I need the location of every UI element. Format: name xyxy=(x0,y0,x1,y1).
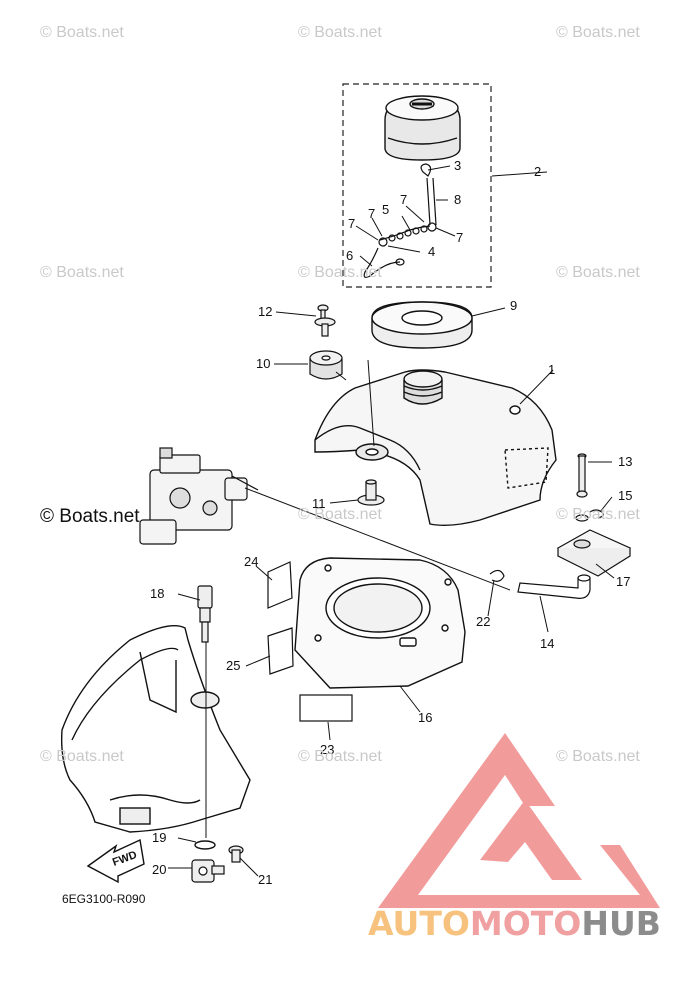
watermark-bottom-right: © Boats.net xyxy=(556,748,640,765)
watermark-mid-left: © Boats.net xyxy=(40,264,124,281)
callout-25: 25 xyxy=(226,658,240,673)
callout-1: 1 xyxy=(548,362,555,377)
callout-17: 17 xyxy=(616,574,630,589)
callout-16: 16 xyxy=(418,710,432,725)
automotohub-wordmark: AUTOMOTOHUB xyxy=(368,904,661,943)
fuel-cap xyxy=(384,95,461,161)
fuel-connector xyxy=(197,585,213,643)
watermark-row3-center: © Boats.net xyxy=(298,506,382,523)
watermark-top-right: © Boats.net xyxy=(556,24,640,41)
fuel-hose xyxy=(517,574,591,599)
screw xyxy=(228,845,244,863)
callout-22: 22 xyxy=(476,614,490,629)
carburetor xyxy=(139,447,259,545)
o-ring xyxy=(194,840,216,850)
cap-strap-parts xyxy=(363,163,437,278)
callout-24: 24 xyxy=(244,554,258,569)
watermark-row3-right: © Boats.net xyxy=(556,506,640,523)
callout-12: 12 xyxy=(258,304,272,319)
fuel-tank xyxy=(314,369,557,527)
callout-10: 10 xyxy=(256,356,270,371)
bottom-cowling xyxy=(60,625,251,833)
bolt xyxy=(314,304,336,337)
callout-19: 19 xyxy=(152,830,166,845)
callout-13: 13 xyxy=(618,454,632,469)
decal-24 xyxy=(267,561,293,609)
gasket-ring xyxy=(371,301,473,349)
callout-6: 6 xyxy=(346,248,353,263)
watermark-mid-right: © Boats.net xyxy=(556,264,640,281)
watermark-bottom-center: © Boats.net xyxy=(298,748,382,765)
callout-5: 5 xyxy=(382,202,389,217)
watermark-top-left: © Boats.net xyxy=(40,24,124,41)
callout-4: 4 xyxy=(428,244,435,259)
brand-part-moto: MOTO xyxy=(469,904,582,943)
brand-part-hub: HUB xyxy=(581,904,661,943)
fuel-cap-assembly-box xyxy=(342,83,492,288)
grommet xyxy=(309,350,343,380)
automotohub-logo-icon xyxy=(378,733,660,908)
diagram-code: 6EG3100-R090 xyxy=(62,892,146,906)
callout-7b: 7 xyxy=(368,206,375,221)
fuel-line xyxy=(244,487,511,591)
joint xyxy=(191,859,225,883)
callout-numbers: 1 2 3 4 5 6 7 7 7 7 8 9 10 11 12 13 14 1… xyxy=(150,158,632,887)
decal-23 xyxy=(299,694,353,722)
callout-9: 9 xyxy=(510,298,517,313)
callout-7c: 7 xyxy=(348,216,355,231)
collar xyxy=(357,479,385,506)
callout-23: 23 xyxy=(320,742,334,757)
callout-3: 3 xyxy=(454,158,461,173)
watermark-top-center: © Boats.net xyxy=(298,24,382,41)
callout-18: 18 xyxy=(150,586,164,601)
callout-15: 15 xyxy=(618,488,632,503)
watermark-bottom-left: © Boats.net xyxy=(40,748,124,765)
brand-part-auto: AUTO xyxy=(368,904,470,943)
callout-8: 8 xyxy=(454,192,461,207)
callout-11: 11 xyxy=(312,496,326,511)
decal-25 xyxy=(267,627,294,675)
callout-2: 2 xyxy=(534,164,541,179)
callout-21: 21 xyxy=(258,872,272,887)
callout-20: 20 xyxy=(152,862,166,877)
callout-14: 14 xyxy=(540,636,554,651)
fwd-arrow-icon: FWD xyxy=(86,838,145,884)
callout-7a: 7 xyxy=(400,192,407,207)
watermark-large: © Boats.net xyxy=(40,506,140,527)
hose-clip xyxy=(489,569,505,582)
tank-cover xyxy=(294,557,466,689)
bracket-hardware xyxy=(556,453,632,577)
watermark-mid-center: © Boats.net xyxy=(298,264,382,281)
leader-lines xyxy=(168,165,615,877)
callout-7d: 7 xyxy=(456,230,463,245)
